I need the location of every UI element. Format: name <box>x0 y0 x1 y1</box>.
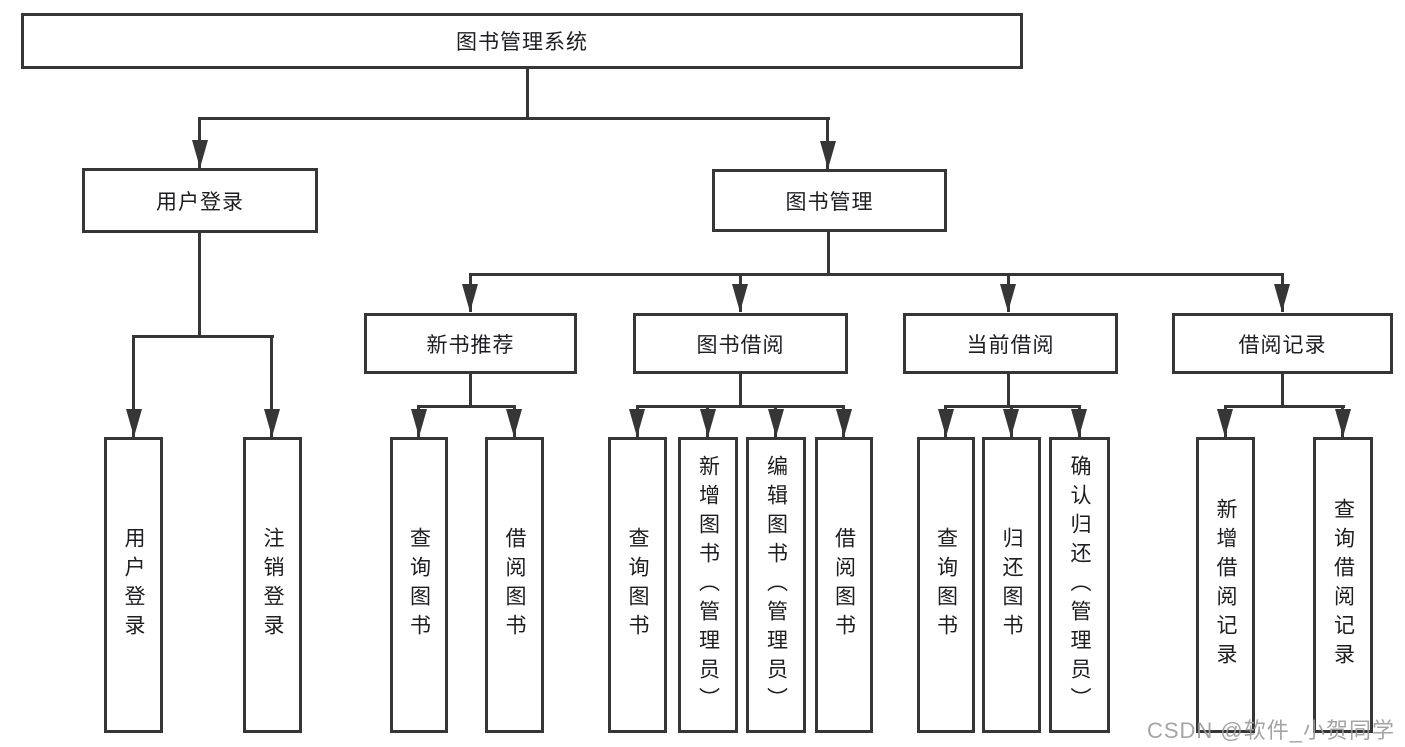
node-new-book-recommendation-label: 新书推荐 <box>426 333 515 357</box>
watermark: CSDN @软件_小贺同学 <box>1146 718 1395 743</box>
node-leaf-query-borrow-record-label: 查询借阅记录 <box>1331 498 1355 672</box>
node-leaf-query-books-borrow: 查询图书 <box>608 437 667 733</box>
connector-to-leaf-logout <box>270 335 273 437</box>
connector-records-bar <box>1224 405 1345 408</box>
node-leaf-return-books: 归还图书 <box>982 437 1041 733</box>
node-leaf-edit-books-admin: 编辑图书（管理员） <box>746 437 806 733</box>
node-leaf-edit-books-admin-label: 编辑图书（管理员） <box>764 454 788 716</box>
node-leaf-add-books-admin: 新增图书（管理员） <box>678 437 738 733</box>
node-leaf-add-borrow-record: 新增借阅记录 <box>1196 437 1255 733</box>
node-leaf-query-books-current: 查询图书 <box>917 437 975 733</box>
arrow-down-icon <box>1071 409 1087 437</box>
node-borrowing-records-label: 借阅记录 <box>1238 333 1327 357</box>
connector-current-drop <box>1007 374 1010 405</box>
node-user-login: 用户登录 <box>82 168 318 233</box>
arrow-down-icon <box>192 140 208 168</box>
node-current-borrowing: 当前借阅 <box>903 313 1118 374</box>
connector-login-drop <box>198 233 201 335</box>
node-current-borrowing-label: 当前借阅 <box>966 333 1055 357</box>
arrow-down-icon <box>1003 409 1019 437</box>
arrow-down-icon <box>264 409 280 437</box>
arrow-down-icon <box>1000 284 1016 312</box>
node-leaf-query-books-current-label: 查询图书 <box>934 527 958 643</box>
node-leaf-query-books-recommend: 查询图书 <box>390 437 448 733</box>
arrow-down-icon <box>629 409 645 437</box>
node-leaf-user-login: 用户登录 <box>104 437 163 733</box>
node-leaf-add-books-admin-label: 新增图书（管理员） <box>696 454 720 716</box>
arrow-down-icon <box>820 141 836 169</box>
connector-mgmt-drop <box>827 232 830 273</box>
connector-to-leaf-user-login <box>132 335 135 437</box>
node-book-management-label: 图书管理 <box>785 190 874 214</box>
node-book-borrowing: 图书借阅 <box>633 313 848 374</box>
node-leaf-add-borrow-record-label: 新增借阅记录 <box>1214 498 1237 672</box>
node-leaf-logout-label: 注销登录 <box>261 527 284 643</box>
arrow-down-icon <box>700 409 716 437</box>
node-leaf-query-books-recommend-label: 查询图书 <box>407 527 431 643</box>
connector-newbook-drop <box>469 374 472 405</box>
connector-borrow-drop <box>739 374 742 405</box>
node-book-borrowing-label: 图书借阅 <box>696 333 785 357</box>
arrow-down-icon <box>732 284 748 312</box>
connector-login-bar <box>132 335 274 338</box>
node-leaf-borrow-books-recommend-label: 借阅图书 <box>503 527 526 643</box>
node-leaf-confirm-return-admin-label: 确认归还（管理员） <box>1068 454 1091 716</box>
arrow-down-icon <box>836 409 852 437</box>
arrow-down-icon <box>126 409 142 437</box>
node-user-login-label: 用户登录 <box>156 190 244 214</box>
node-leaf-return-books-label: 归还图书 <box>1000 527 1023 643</box>
node-book-management: 图书管理 <box>712 169 947 232</box>
node-leaf-query-books-borrow-label: 查询图书 <box>626 527 649 643</box>
node-leaf-confirm-return-admin: 确认归还（管理员） <box>1049 437 1110 733</box>
connector-borrow-bar <box>636 405 845 408</box>
node-leaf-logout: 注销登录 <box>243 437 302 733</box>
connector-root-drop <box>526 68 529 117</box>
connector-records-drop <box>1281 374 1284 405</box>
arrow-down-icon <box>462 284 478 312</box>
arrow-down-icon <box>1217 409 1233 437</box>
node-leaf-borrow-books-recommend: 借阅图书 <box>485 437 544 733</box>
node-new-book-recommendation: 新书推荐 <box>364 313 577 374</box>
node-borrowing-records: 借阅记录 <box>1172 313 1393 374</box>
arrow-down-icon <box>938 409 954 437</box>
arrow-down-icon <box>1274 284 1290 312</box>
node-leaf-query-borrow-record: 查询借阅记录 <box>1313 437 1373 733</box>
arrow-down-icon <box>1335 409 1351 437</box>
node-leaf-borrow-books: 借阅图书 <box>815 437 873 733</box>
arrow-down-icon <box>506 409 522 437</box>
connector-mgmt-bar <box>469 273 1284 276</box>
node-root-label: 图书管理系统 <box>456 31 588 54</box>
node-root: 图书管理系统 <box>21 13 1023 69</box>
node-leaf-borrow-books-label: 借阅图书 <box>832 527 856 643</box>
node-leaf-user-login-label: 用户登录 <box>122 527 145 643</box>
connector-root-bar <box>198 117 830 120</box>
connector-newbook-bar <box>417 405 516 408</box>
arrow-down-icon <box>411 409 427 437</box>
arrow-down-icon <box>768 409 784 437</box>
